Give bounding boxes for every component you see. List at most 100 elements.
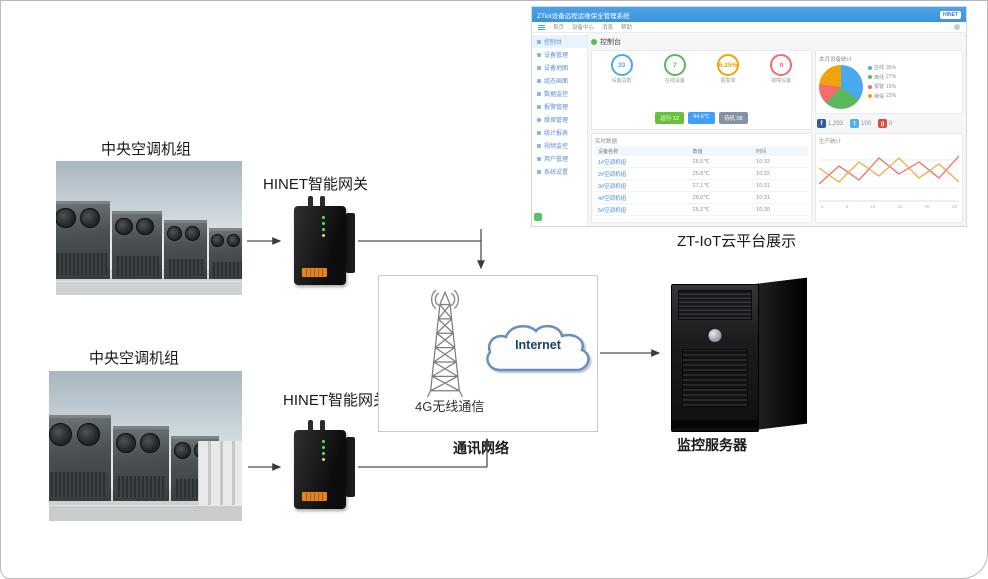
toolbar-item[interactable]: 设备中心 bbox=[572, 25, 595, 31]
cell-time: 10:31 bbox=[753, 179, 808, 192]
menu-item-icon bbox=[537, 117, 541, 122]
antenna-icon bbox=[308, 420, 313, 432]
antenna-icon bbox=[320, 420, 325, 432]
ac-unit bbox=[49, 415, 111, 501]
sidebar-item[interactable]: 统计报表 bbox=[532, 126, 587, 139]
dashboard-sidebar: 控制台 设备管理 设备地图 组态画面 数据监控 报警管理 维保管理 统计报表 视… bbox=[532, 33, 588, 226]
platform-caption: ZT-IoT云平台展示 bbox=[677, 233, 797, 250]
toolbar-item[interactable]: 消息 bbox=[602, 25, 614, 31]
dashboard-header: ZTiot设备远程运维保全管理系统 HINET bbox=[532, 7, 966, 22]
menu-item-icon bbox=[537, 91, 541, 96]
parapet bbox=[56, 281, 242, 295]
toolbar-item[interactable]: 帮助 bbox=[621, 25, 633, 31]
cell-value: 25.8℃ bbox=[689, 167, 754, 180]
sidebar-item[interactable]: 控制台 bbox=[532, 35, 587, 48]
legend-value: 23% bbox=[886, 93, 897, 100]
kpi-alarm-rate: 6.25% 报警率 bbox=[717, 54, 740, 84]
cell-device[interactable]: 1#空调机组 bbox=[595, 156, 690, 168]
led bbox=[322, 216, 325, 219]
sidebar-item[interactable]: 用户管理 bbox=[532, 152, 587, 165]
cell-value: 26.0℃ bbox=[689, 191, 754, 204]
server-label: 监控服务器 bbox=[677, 437, 747, 453]
menu-icon[interactable] bbox=[538, 24, 545, 30]
pie-card-title: 本月设备统计 bbox=[819, 57, 853, 63]
server-side-panel bbox=[755, 277, 807, 430]
toolbar-item[interactable]: 首页 bbox=[553, 25, 565, 31]
fan-grille bbox=[136, 217, 154, 236]
cell-value: 26.5℃ bbox=[689, 156, 754, 168]
col-header: 时间 bbox=[753, 146, 808, 156]
sidebar-item-label: 报警管理 bbox=[544, 105, 569, 111]
server-foot bbox=[672, 420, 758, 428]
led bbox=[322, 222, 325, 225]
status-chip[interactable]: 44.6℃ bbox=[688, 112, 715, 124]
led bbox=[322, 228, 325, 231]
tick-label: 10 bbox=[870, 204, 876, 209]
kpi-label: 设备总数 bbox=[611, 78, 632, 84]
monitor-server bbox=[667, 272, 817, 434]
sidebar-item[interactable]: 视频监控 bbox=[532, 139, 587, 152]
line-chart bbox=[818, 155, 960, 202]
x-axis-ticks: 1 5 10 15 20 25 bbox=[819, 204, 959, 209]
menu-item-icon bbox=[537, 52, 541, 57]
cloud-icon bbox=[486, 324, 590, 372]
cell-time: 10:32 bbox=[753, 156, 808, 168]
sidebar-item[interactable]: 维保管理 bbox=[532, 113, 587, 126]
hinet-gateway-2 bbox=[290, 420, 356, 511]
ac-unit-1-label: 中央空调机组 bbox=[101, 141, 192, 158]
tick-label: 15 bbox=[897, 204, 903, 209]
gateway-body bbox=[294, 206, 346, 285]
cell-device[interactable]: 5#空调机组 bbox=[595, 203, 690, 216]
sidebar-item-label: 系统设置 bbox=[544, 170, 569, 176]
ac-unit bbox=[56, 201, 110, 279]
legend-value: 35% bbox=[886, 64, 897, 71]
fan-grille bbox=[76, 422, 101, 446]
menu-item-icon bbox=[537, 104, 541, 109]
sidebar-item-label: 组态画面 bbox=[544, 79, 569, 85]
cell-device[interactable]: 3#空调机组 bbox=[595, 179, 690, 192]
ac-unit bbox=[164, 220, 207, 279]
din-rail bbox=[346, 213, 355, 273]
wireless-4g-label: 4G无线通信 bbox=[415, 399, 485, 414]
dashboard-toolbar: 首页 设备中心 消息 帮助 bbox=[532, 22, 966, 33]
dashboard-logo: HINET bbox=[940, 10, 961, 19]
pie-chart bbox=[819, 65, 863, 109]
ac-units-row bbox=[56, 201, 242, 279]
sidebar-item[interactable]: 报警管理 bbox=[532, 100, 587, 113]
sidebar-item[interactable]: 数据监控 bbox=[532, 87, 587, 100]
fan-grille bbox=[56, 208, 76, 229]
cell-device[interactable]: 2#空调机组 bbox=[595, 167, 690, 180]
cell-time: 10:31 bbox=[753, 191, 808, 204]
tab-console[interactable]: 控制台 bbox=[591, 36, 963, 47]
sidebar-item[interactable]: 组态画面 bbox=[532, 74, 587, 87]
sidebar-item[interactable]: 设备地图 bbox=[532, 61, 587, 74]
antenna-icon bbox=[320, 196, 325, 208]
legend-value: 27% bbox=[886, 74, 897, 81]
fan-grille bbox=[140, 432, 160, 453]
sidebar-item[interactable]: 设备管理 bbox=[532, 48, 587, 61]
google-icon: g bbox=[878, 119, 888, 128]
chat-widget-button[interactable] bbox=[534, 213, 542, 221]
status-chip[interactable]: 运行 12 bbox=[655, 112, 685, 124]
cell-device[interactable]: 4#空调机组 bbox=[595, 191, 690, 204]
fan-grille bbox=[49, 422, 73, 446]
col-header: 设备名称 bbox=[595, 146, 690, 156]
status-chip[interactable]: 待机 08 bbox=[718, 112, 748, 124]
avatar[interactable] bbox=[954, 24, 960, 30]
sidebar-item[interactable]: 系统设置 bbox=[532, 165, 587, 178]
internet-cloud: Internet bbox=[479, 318, 597, 384]
kpi-fault: 0 故障设备 bbox=[770, 54, 793, 84]
sidebar-item-label: 设备管理 bbox=[544, 53, 569, 59]
